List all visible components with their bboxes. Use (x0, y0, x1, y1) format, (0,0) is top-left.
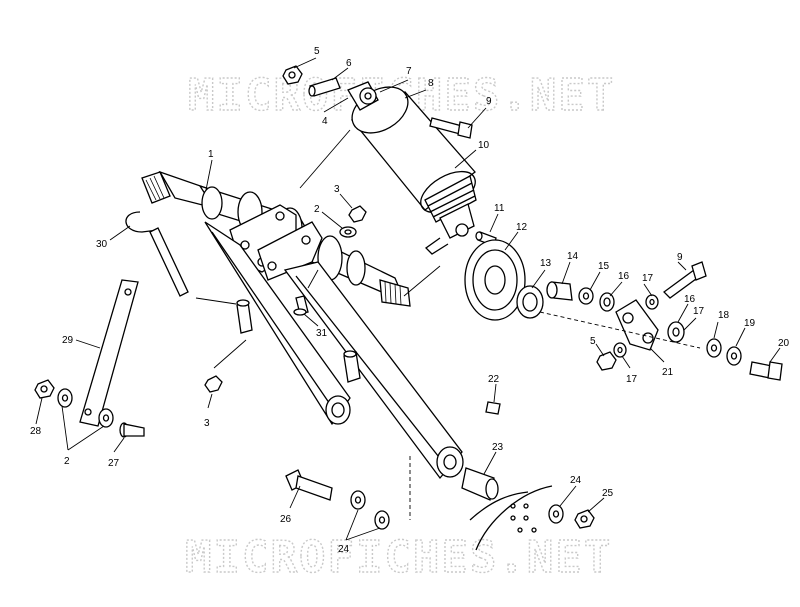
callout-31: 31 (316, 328, 328, 339)
part-24-washer-b (374, 510, 390, 530)
part-19-washer (726, 346, 742, 366)
part-12-wheel (464, 239, 526, 321)
callout-28: 28 (30, 426, 42, 437)
rail-fragment (469, 485, 553, 551)
callout-19: 19 (744, 318, 756, 329)
callout-23: 23 (492, 442, 504, 453)
callout-5-right: 5 (590, 336, 596, 347)
callout-12: 12 (516, 222, 528, 233)
part-13-bushing (516, 285, 544, 319)
callout-11: 11 (494, 203, 505, 214)
callout-14: 14 (567, 251, 579, 262)
callout-10: 10 (478, 140, 490, 151)
callout-13: 13 (540, 258, 552, 269)
callout-labels: 1 5 6 7 4 8 9 10 3 2 11 12 13 14 15 16 1… (30, 46, 790, 555)
callout-29: 29 (62, 335, 74, 346)
callout-4: 4 (322, 116, 328, 127)
watermark-bottom: MICROFICHES.NET (185, 532, 612, 583)
callout-16-b: 16 (684, 294, 696, 305)
callout-20: 20 (778, 338, 790, 349)
part-29-strap (79, 279, 139, 427)
part-2-washer-left-a (57, 388, 73, 408)
part-5-nut-right (596, 351, 617, 371)
callout-24-left: 24 (338, 544, 350, 555)
part-3-nut-upper (348, 205, 367, 223)
shock-absorber (347, 81, 477, 255)
callout-2-left: 2 (64, 456, 70, 467)
part-20-bolt (749, 361, 783, 381)
part-2-washer-left-b (98, 408, 114, 428)
callout-1: 1 (208, 149, 214, 160)
right-rail-arm (283, 261, 464, 480)
callout-5-top: 5 (314, 46, 320, 57)
callout-22: 22 (488, 374, 500, 385)
part-22-grease-fitting (485, 401, 501, 415)
callout-30: 30 (96, 239, 108, 250)
callout-9-top: 9 (486, 96, 492, 107)
assembly-lines (195, 129, 701, 520)
part-9-bolt-right (663, 261, 707, 299)
left-rail-arm (204, 221, 351, 426)
part-6-pin (308, 77, 341, 97)
part-17-washer-a (645, 294, 659, 310)
part-16-bushing-a (599, 292, 615, 312)
part-15-washer (578, 287, 594, 305)
part-21-link (615, 299, 659, 351)
callout-17-c: 17 (626, 374, 638, 385)
part-26-bolt (285, 469, 333, 501)
part-16-bushing-b (667, 321, 685, 343)
callout-27: 27 (108, 458, 120, 469)
part-5-nut-top (282, 65, 303, 85)
part-27-bolt (119, 422, 145, 438)
part-28-nut (34, 379, 55, 399)
part-2-washer-upper (339, 226, 357, 238)
part-14-spacer (546, 281, 573, 301)
callout-16-a: 16 (618, 271, 630, 282)
callout-17-b: 17 (693, 306, 705, 317)
part-17-washer-b (613, 342, 627, 358)
callout-15: 15 (598, 261, 610, 272)
part-18-washer (706, 338, 722, 358)
part-23-bushing (461, 467, 499, 501)
callout-9-right: 9 (677, 252, 683, 263)
callout-6: 6 (346, 58, 352, 69)
callout-8: 8 (428, 78, 434, 89)
callout-25: 25 (602, 488, 614, 499)
callout-17-a: 17 (642, 273, 654, 284)
callout-18: 18 (718, 310, 730, 321)
callout-3-upper: 3 (334, 184, 340, 195)
callout-2-upper: 2 (314, 204, 320, 215)
part-24-washer-c (548, 504, 564, 524)
callout-26: 26 (280, 514, 292, 525)
leader-lines (35, 57, 781, 541)
part-30-lock-pin (125, 211, 189, 297)
part-24-washer-a (350, 490, 366, 510)
callout-3-lower: 3 (204, 418, 210, 429)
part-31-stud (293, 295, 309, 316)
callout-21: 21 (662, 367, 674, 378)
callout-7: 7 (406, 66, 412, 77)
part-25-nut (574, 509, 595, 529)
part-3-nut-lower (204, 375, 223, 393)
callout-24-right: 24 (570, 475, 582, 486)
part-9-bolt-top (429, 117, 473, 139)
